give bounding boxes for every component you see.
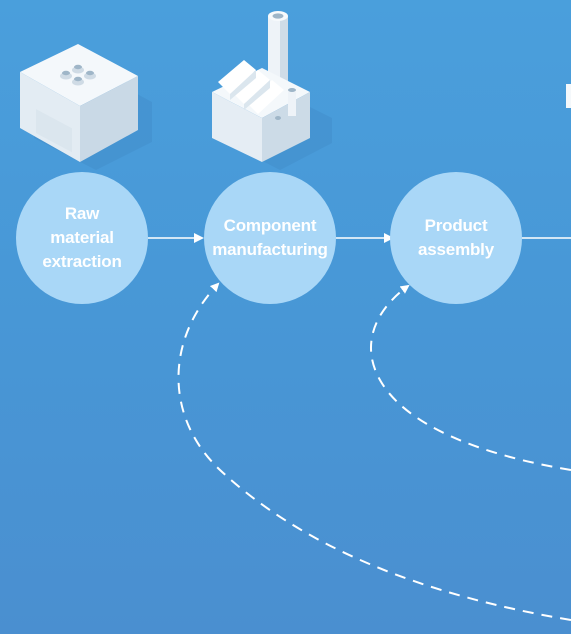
node-product-assembly: Product assembly [390,172,522,304]
mining-facility-icon [20,44,152,170]
dashed-return-loop-inner [370,284,571,471]
factory-icon [212,11,332,170]
node-component-manufacturing: Component manufacturing [204,172,336,304]
node-label-component-manufacturing: Component manufacturing [212,216,328,259]
partial-building-icon [566,84,571,108]
dashed-return-loop-outer [177,282,571,621]
node-raw-material-extraction: Raw material extraction [16,172,148,304]
node-label-product-assembly: Product assembly [418,216,494,259]
node-label-raw-material-extraction: Raw material extraction [42,204,122,271]
